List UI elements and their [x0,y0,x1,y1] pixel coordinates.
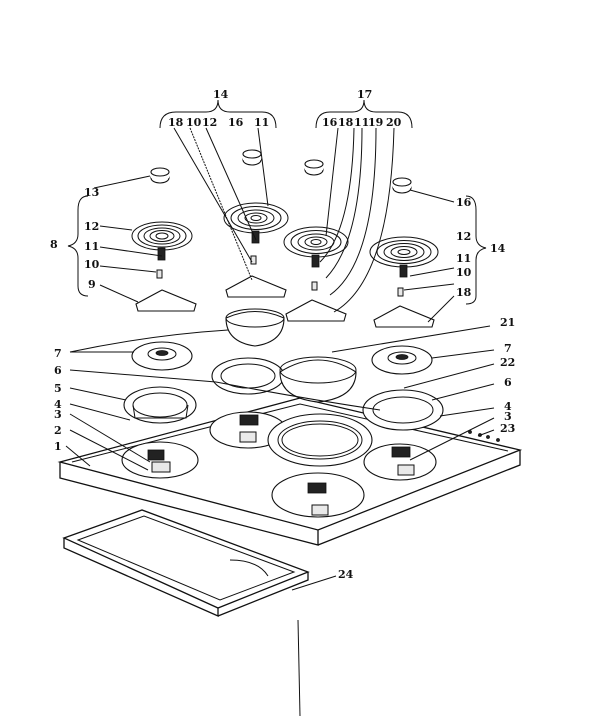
callout-18-top: 18 [168,116,184,129]
callout-5: 5 [54,382,62,395]
callout-6-right: 6 [504,376,512,389]
drip-tray [62,509,310,617]
element-brackets [135,255,435,328]
drip-pans [131,308,433,403]
callout-10-left: 10 [84,258,100,271]
surface-elements [131,202,439,278]
callout-12-right: 12 [456,230,471,243]
callout-16-right: 16 [456,196,472,209]
callout-10-top: 10 [186,116,202,129]
callout-7-right: 7 [504,342,512,355]
callout-17: 17 [357,88,372,101]
callout-20: 20 [386,116,402,129]
callout-14-right: 14 [490,242,506,255]
callout-21: 21 [500,316,515,329]
callout-labels: 14 17 18 10 12 16 11 16 18 11 19 20 13 1… [50,88,515,581]
callout-23: 23 [500,422,515,435]
receptacle-blocks [147,414,415,516]
callout-4-left: 4 [54,398,62,411]
callout-1: 1 [54,440,62,453]
callout-19: 19 [368,116,383,129]
knob-caps [150,149,412,194]
callout-3-right: 3 [504,410,512,423]
callout-11-top: 11 [254,116,269,129]
callout-11-top-right: 11 [354,116,369,129]
callout-12-left: 12 [84,220,99,233]
callout-16-top-right: 16 [322,116,338,129]
callout-10-right: 10 [456,266,472,279]
callout-8: 8 [50,238,58,251]
callout-22: 22 [500,356,515,369]
callout-16-top: 16 [228,116,244,129]
callout-24: 24 [338,568,354,581]
callout-9: 9 [88,278,96,291]
callout-7-left: 7 [54,347,62,360]
callout-11-right: 11 [456,252,471,265]
callout-18-right: 18 [456,286,472,299]
callout-11-left: 11 [84,240,99,253]
leader-lines [65,99,495,591]
callout-18-top-right: 18 [338,116,354,129]
vertical-reference-line [297,619,301,717]
callout-2: 2 [54,424,62,437]
callout-4-right: 4 [504,400,512,413]
callout-13: 13 [84,186,99,199]
callout-12-top: 12 [202,116,217,129]
callout-14-top: 14 [213,88,229,101]
callout-3-left: 3 [54,408,62,421]
callout-6-left: 6 [54,364,62,377]
